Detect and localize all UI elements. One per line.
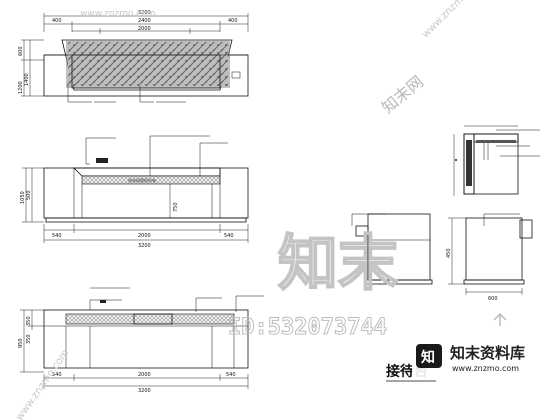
plan-dim-left-1: 600 — [18, 46, 24, 56]
front-dim-total: 3200 — [138, 243, 151, 249]
brand-logo: 知 知末资料库 www.znzmo.com — [412, 334, 560, 378]
section-elevation: 350 350 950 540 2000 540 3200 — [18, 287, 264, 394]
section-dim-left-2: 350 — [26, 334, 32, 344]
watermark-big-text: 知末 — [278, 229, 398, 299]
section-dim-bottom-1: 540 — [52, 372, 62, 378]
front-panel-text: 知末网版权所有 — [128, 177, 156, 183]
section-dim-bottom-3: 540 — [226, 372, 236, 378]
plan-dim-left-3: 1200 — [18, 81, 24, 94]
brand-logo-text: 知末资料库 — [450, 344, 525, 362]
watermark-id: ID:532073744 — [228, 315, 387, 340]
front-dim-bottom-1: 540 — [52, 233, 62, 239]
plan-dim-inner: 2000 — [138, 26, 151, 32]
section-dim-left-1: 350 — [26, 316, 32, 326]
section-dim-total: 3200 — [138, 388, 151, 394]
plan-dim-right: 400 — [228, 18, 238, 24]
side-dim-bottom: 600 — [488, 296, 498, 302]
brand-logo-url: www.znzmo.com — [452, 364, 519, 373]
front-dim-bottom-2: 2000 — [138, 233, 151, 239]
front-elevation: 知末网版权所有 750 1050 500 540 2000 540 3200 — [20, 135, 249, 249]
side-view-a — [351, 213, 433, 285]
plan-dim-middle: 2400 — [138, 18, 151, 24]
front-dim-left-2: 500 — [26, 190, 32, 200]
section-dim-left-3: 950 — [18, 338, 24, 348]
front-dim-left-1: 1050 — [20, 191, 26, 204]
plan-dim-left: 400 — [52, 18, 62, 24]
watermark-diagonal-url-top: www.znzmo.com — [420, 0, 487, 40]
watermark-corner-url: www.znzmo.com — [80, 9, 155, 19]
side-view-b: 450 600 — [446, 213, 533, 302]
front-inner-dim: 750 — [173, 202, 179, 212]
svg-text:知: 知 — [421, 349, 435, 366]
detail-section — [453, 125, 540, 196]
plan-dim-left-2: 1400 — [24, 73, 30, 86]
section-dim-bottom-2: 2000 — [138, 372, 151, 378]
watermark-small-mark: 知末网 — [378, 72, 427, 117]
brand-logo-icon — [416, 344, 442, 368]
plan-view: 3200 2400 400 400 2000 600 1400 1200 — [18, 10, 249, 103]
plan-dim-total: 3200 — [138, 10, 151, 16]
side-dim-left: 450 — [446, 248, 452, 258]
watermark-diagonal-url-bottom: www.znzmo.com — [14, 348, 71, 420]
front-dim-bottom-3: 540 — [224, 233, 234, 239]
